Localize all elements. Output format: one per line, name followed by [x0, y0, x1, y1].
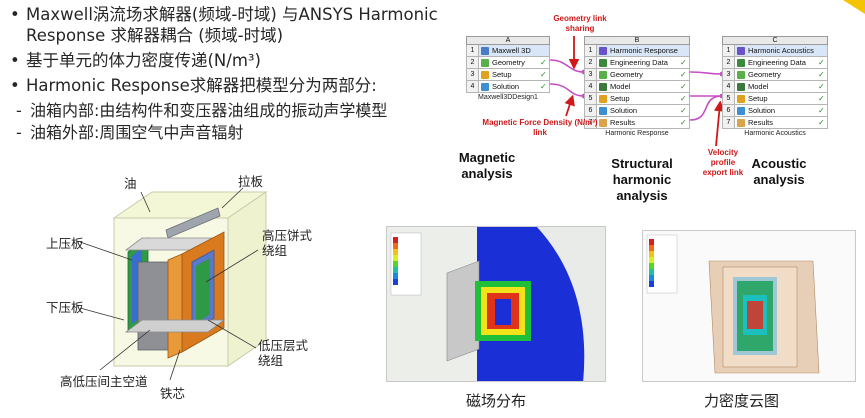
cell-row[interactable]: 4 Solution ✓ — [466, 81, 550, 93]
check-icon: ✓ — [818, 70, 825, 79]
label-oil: 油 — [124, 176, 137, 191]
system-title-row[interactable]: 1 Harmonic Acoustics — [722, 45, 828, 57]
sub-bullet-item: 油箱内部:由结构件和变压器油组成的振动声学模型 — [8, 100, 448, 122]
column-header: C — [722, 36, 828, 45]
setup-icon — [481, 70, 489, 79]
velocity-note: Velocity profile export link — [702, 148, 744, 177]
label-duct: 高低压间主空道 — [60, 374, 148, 389]
check-icon: ✓ — [818, 118, 825, 127]
check-icon: ✓ — [540, 58, 547, 67]
solution-icon — [599, 106, 607, 115]
check-icon: ✓ — [680, 106, 687, 115]
check-icon: ✓ — [818, 106, 825, 115]
check-icon: ✓ — [818, 82, 825, 91]
cell-row[interactable]: 2 Geometry ✓ — [466, 57, 550, 69]
force-density-plot — [642, 230, 856, 382]
magnetic-field-render — [387, 227, 605, 381]
bullet-list: Maxwell涡流场求解器(频域-时域) 与ANSYS Harmonic Res… — [8, 4, 448, 144]
system-caption: Maxwell3DDesign1 — [478, 94, 538, 101]
bullet-item: Maxwell涡流场求解器(频域-时域) 与ANSYS Harmonic Res… — [8, 4, 448, 46]
geometry-icon — [737, 70, 745, 79]
geometry-link-note: Geometry link sharing — [553, 14, 607, 33]
workbench-schematic: A 1 Maxwell 3D 2 Geometry ✓ 3 Setup ✓ 4 … — [450, 0, 865, 220]
magnetic-field-plot — [386, 226, 606, 382]
maxwell-icon — [481, 46, 489, 55]
check-icon: ✓ — [818, 58, 825, 67]
system-caption: Harmonic Response — [605, 130, 669, 137]
magnetic-analysis-label: Magnetic analysis — [458, 150, 516, 181]
check-icon: ✓ — [818, 94, 825, 103]
check-icon: ✓ — [680, 82, 687, 91]
system-caption: Harmonic Acoustics — [744, 130, 806, 137]
check-icon: ✓ — [540, 70, 547, 79]
engineering-data-icon — [737, 58, 745, 67]
cell-row[interactable]: 3 Setup ✓ — [466, 69, 550, 81]
sub-bullet-item: 油箱外部:周围空气中声音辐射 — [8, 122, 448, 144]
check-icon: ✓ — [680, 94, 687, 103]
label-lv-winding: 低压层式绕组 — [258, 338, 309, 368]
geometry-icon — [599, 70, 607, 79]
magnetic-field-caption: 磁场分布 — [466, 392, 527, 410]
bullet-item: 基于单元的体力密度传递(N/m³) — [8, 50, 448, 71]
acoustic-analysis-label: Acoustic analysis — [751, 156, 807, 187]
leader-lines — [79, 187, 259, 381]
setup-icon — [599, 94, 607, 103]
harmonic-icon — [599, 46, 607, 55]
geometry-icon — [481, 58, 489, 67]
force-density-render — [643, 231, 855, 381]
acoustics-icon — [737, 46, 745, 55]
check-icon: ✓ — [680, 70, 687, 79]
system-a[interactable]: A 1 Maxwell 3D 2 Geometry ✓ 3 Setup ✓ 4 … — [466, 36, 550, 106]
structural-analysis-label: Structural harmonic analysis — [611, 156, 673, 203]
column-header: A — [466, 36, 550, 45]
magnetic-force-note: Magnetic Force Density (N/m³) link — [482, 118, 598, 137]
check-icon: ✓ — [680, 58, 687, 67]
system-title-row[interactable]: 1 Maxwell 3D — [466, 45, 550, 57]
label-upper-clamp: 上压板 — [46, 236, 84, 251]
transformer-model-illustration — [112, 191, 268, 367]
model-icon — [599, 82, 607, 91]
label-pull-plate: 拉板 — [238, 174, 264, 189]
label-core: 铁芯 — [160, 386, 186, 401]
corner-accent — [843, 0, 865, 14]
solution-icon — [737, 106, 745, 115]
column-header: B — [584, 36, 690, 45]
results-icon — [599, 118, 607, 127]
setup-icon — [737, 94, 745, 103]
model-icon — [737, 82, 745, 91]
system-title-row[interactable]: 1 Harmonic Response — [584, 45, 690, 57]
engineering-data-icon — [599, 58, 607, 67]
bullet-item: Harmonic Response求解器把模型分为两部分: — [8, 75, 448, 96]
label-hv-winding: 高压饼式绕组 — [262, 228, 313, 258]
solution-icon — [481, 82, 489, 91]
label-lower-clamp: 下压板 — [46, 300, 84, 315]
force-density-caption: 力密度云图 — [704, 392, 780, 410]
results-icon — [737, 118, 745, 127]
check-icon: ✓ — [540, 82, 547, 91]
check-icon: ✓ — [680, 118, 687, 127]
